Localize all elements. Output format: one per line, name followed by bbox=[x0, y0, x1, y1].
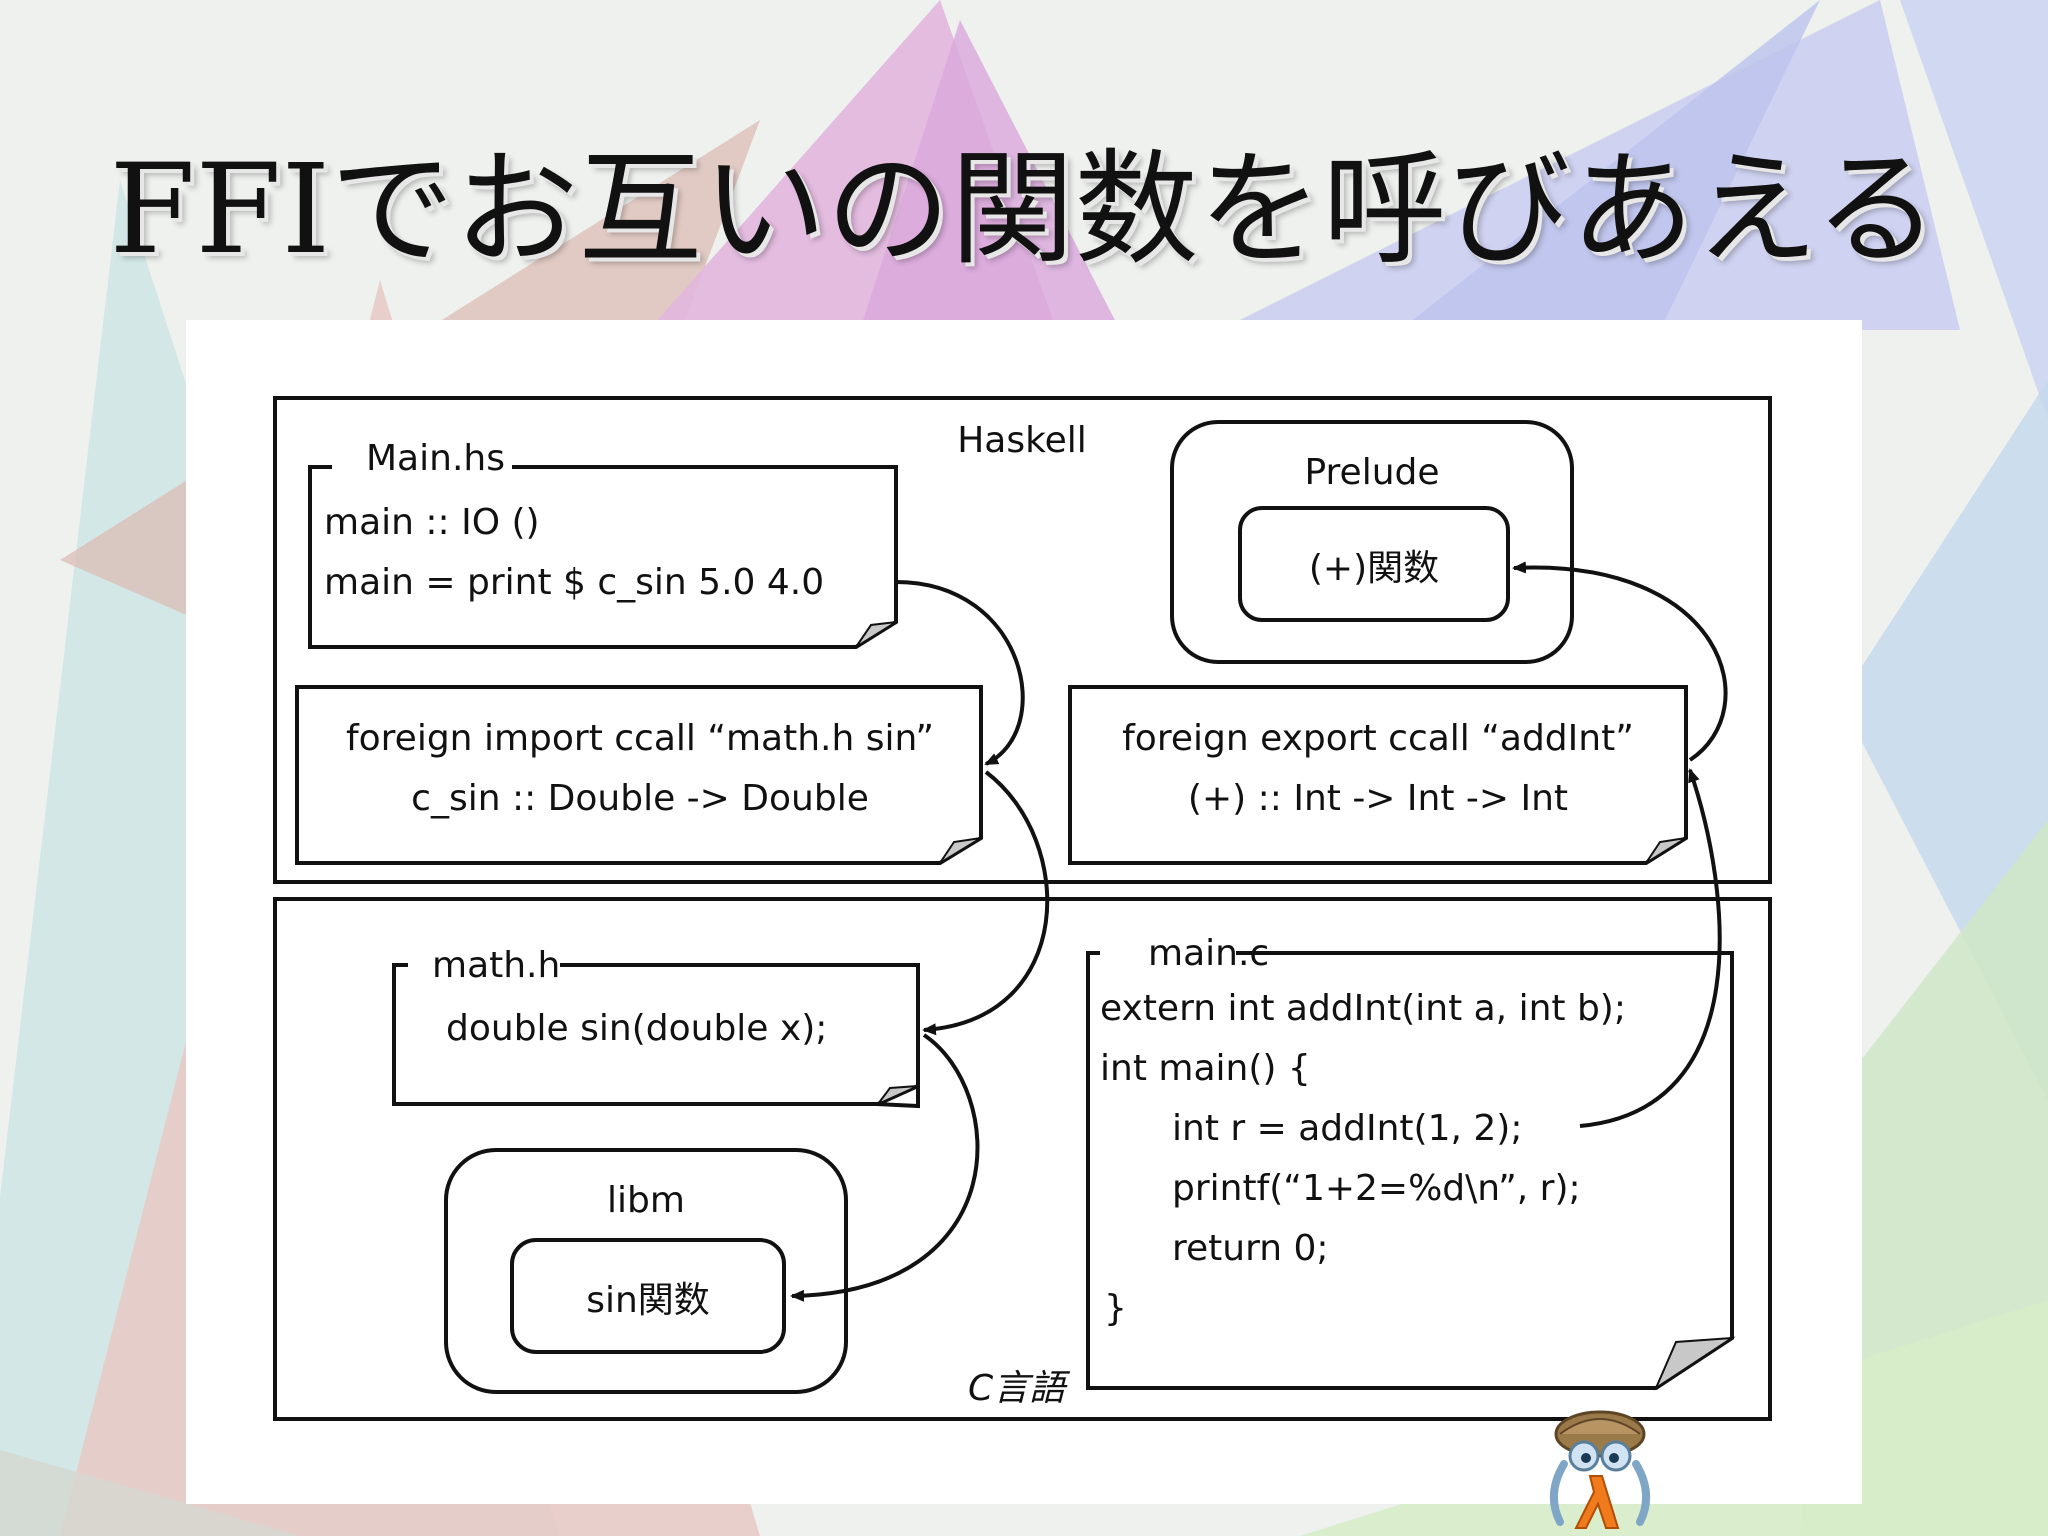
math-h-line-1: double sin(double x); bbox=[446, 1008, 827, 1049]
foreign-export-line-1: foreign export ccall “addInt” bbox=[1122, 718, 1634, 759]
math-h-tab: math.h bbox=[432, 945, 560, 986]
main-c-line-5: return 0; bbox=[1172, 1228, 1329, 1269]
main-c-line-3: int r = addInt(1, 2); bbox=[1172, 1108, 1522, 1149]
foreign-import-note: foreign import ccall “math.h sin” c_sin … bbox=[295, 685, 983, 865]
main-hs-line-1: main :: IO () bbox=[324, 502, 540, 543]
c-region-frame bbox=[273, 897, 1772, 1421]
foreign-import-line-1: foreign import ccall “math.h sin” bbox=[346, 718, 934, 759]
prelude-function-label: (+)関数 bbox=[1309, 548, 1439, 589]
foreign-export-note: foreign export ccall “addInt” (+) :: Int… bbox=[1068, 685, 1688, 865]
arrow-math-h-to-libm bbox=[790, 1033, 980, 1302]
haskell-region-label: Haskell bbox=[957, 420, 1087, 461]
math-h-note: math.h double sin(double x); bbox=[392, 944, 920, 1109]
main-c-note: main.c extern int addInt(int a, int b); … bbox=[1086, 932, 1736, 1391]
main-c-line-1: extern int addInt(int a, int b); bbox=[1100, 988, 1626, 1029]
haskell-region-frame bbox=[273, 396, 1772, 884]
libm-box: libm sin関数 bbox=[444, 1148, 848, 1394]
main-c-line-6: } bbox=[1104, 1288, 1127, 1329]
libm-function-label: sin関数 bbox=[586, 1280, 710, 1321]
arrow-addint-call-to-foreign-export bbox=[1579, 768, 1722, 1128]
c-region-label: C言語 bbox=[968, 1368, 1071, 1409]
arrow-foreign-import-to-math-h bbox=[922, 770, 1050, 1036]
arrow-foreign-export-to-prelude bbox=[1512, 561, 1728, 762]
arrow-main-to-foreign-import bbox=[895, 580, 1025, 766]
diagram-panel: Haskell Main.hs main :: IO () main = pri… bbox=[186, 320, 1862, 1504]
main-hs-tab: Main.hs bbox=[366, 438, 505, 479]
main-c-tab: main.c bbox=[1148, 933, 1269, 974]
slide-title: FFIでお互いの関数を呼びあえる bbox=[109, 138, 1939, 282]
main-c-line-4: printf(“1+2=%d\n”, r); bbox=[1172, 1168, 1581, 1209]
ffi-diagram: Haskell Main.hs main :: IO () main = pri… bbox=[273, 396, 1772, 1421]
main-hs-note: Main.hs main :: IO () main = print $ c_s… bbox=[308, 438, 898, 649]
hermit-crab-lambda-icon bbox=[1550, 1410, 1650, 1529]
prelude-box: Prelude (+)関数 bbox=[1170, 420, 1574, 664]
foreign-export-line-2: (+) :: Int -> Int -> Int bbox=[1188, 778, 1568, 819]
main-hs-line-2: main = print $ c_sin 5.0 4.0 bbox=[324, 562, 824, 603]
prelude-label: Prelude bbox=[1304, 452, 1439, 493]
libm-label: libm bbox=[607, 1180, 685, 1221]
foreign-import-line-2: c_sin :: Double -> Double bbox=[411, 778, 869, 819]
main-c-line-2: int main() { bbox=[1100, 1048, 1311, 1089]
